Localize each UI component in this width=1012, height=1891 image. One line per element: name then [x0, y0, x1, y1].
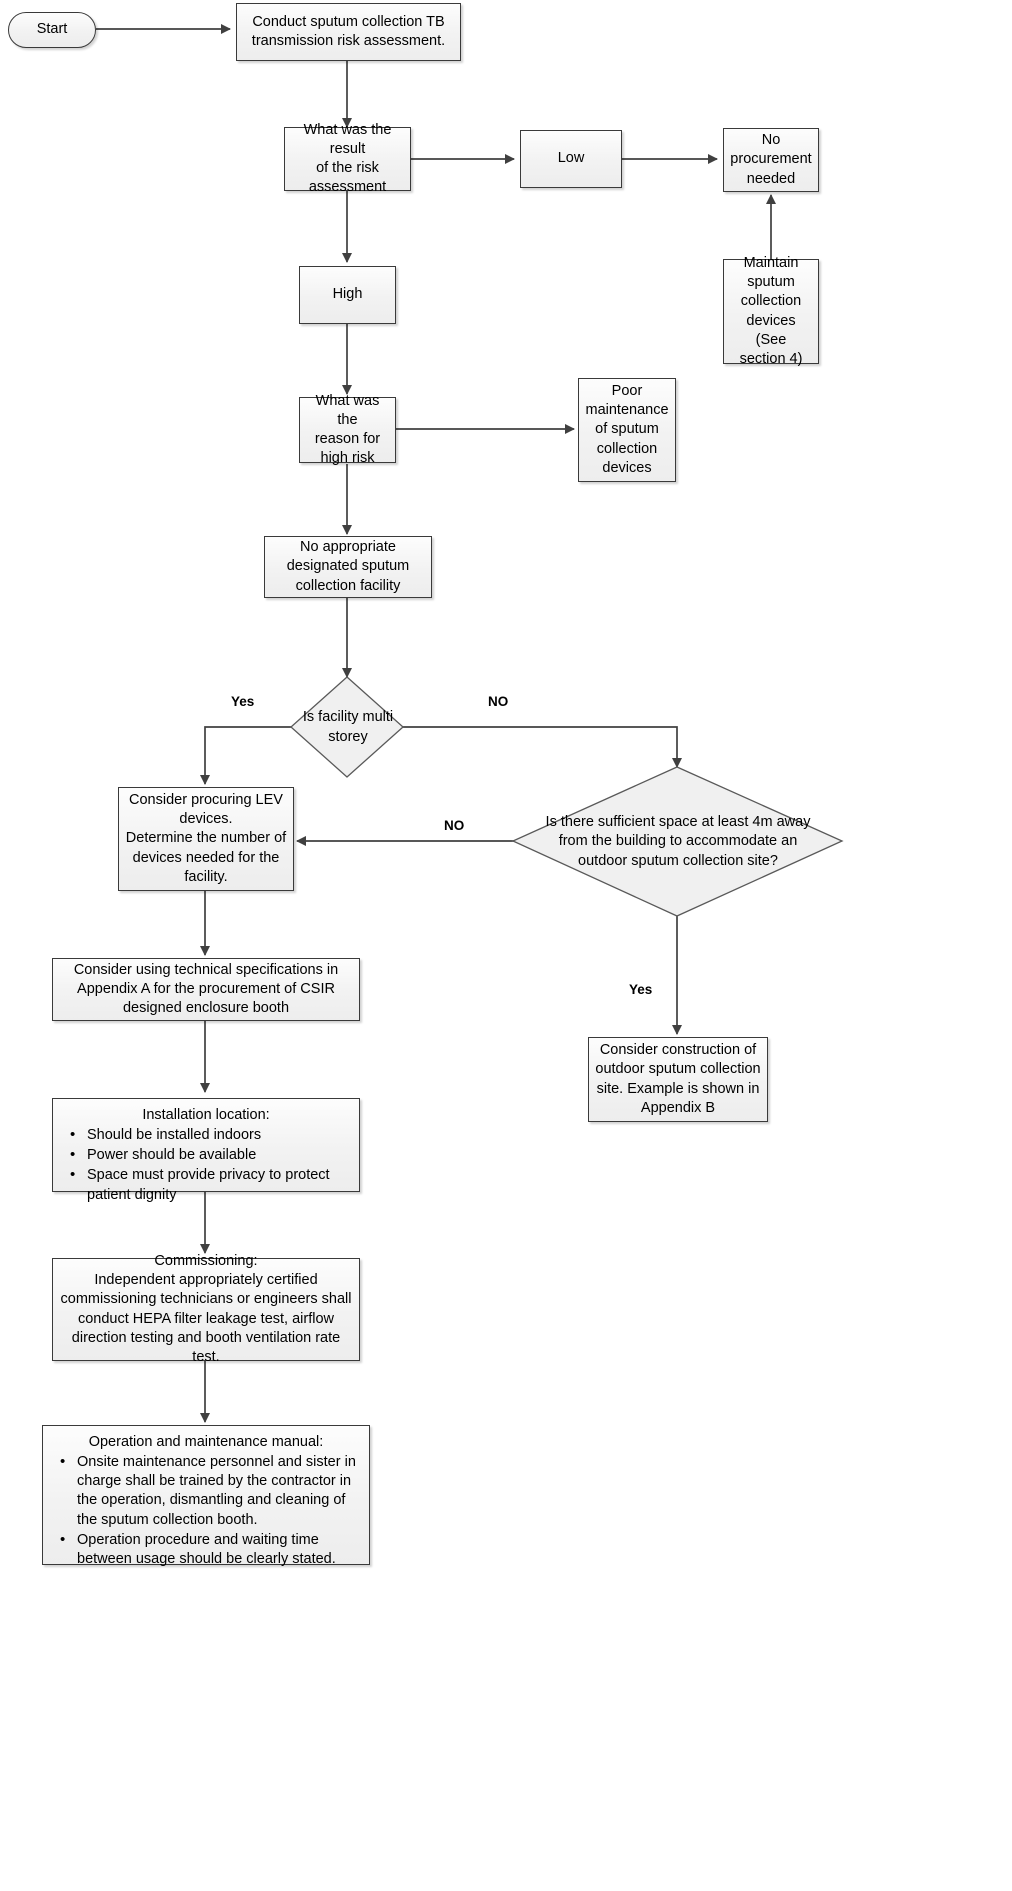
node-maintain-devices-label: Maintain sputum collection devices (See …	[739, 255, 803, 367]
node-maintain-devices[interactable]: Maintain sputum collection devices (See …	[723, 255, 819, 367]
edge-label-multistorey-yes: Yes	[231, 694, 255, 709]
node-reason-question[interactable]: What was the reason for high risk	[299, 393, 396, 466]
list-item: Space must provide privacy to protect pa…	[70, 1165, 351, 1204]
node-no-procurement-label: No procurement needed	[730, 132, 812, 187]
node-low-label: Low	[557, 150, 585, 167]
node-conduct-assessment[interactable]: Conduct sputum collection TB transmissio…	[236, 3, 461, 61]
node-installation-heading: Installation location:	[142, 1107, 270, 1123]
list-item: Operation procedure and waiting time bet…	[60, 1530, 361, 1569]
list-item: Power should be available	[70, 1145, 351, 1165]
node-operation-manual-list: Onsite maintenance personnel and sister …	[51, 1452, 361, 1569]
node-poor-maintenance-label: Poor maintenance of sputum collection de…	[585, 383, 669, 476]
diamond-sufficient-space	[511, 766, 844, 917]
edge-multistorey-no-to-space	[401, 726, 683, 769]
node-installation[interactable]: Installation location: Should be install…	[52, 1098, 360, 1203]
node-operation-manual[interactable]: Operation and maintenance manual: Onsite…	[42, 1425, 370, 1567]
node-operation-manual-heading: Operation and maintenance manual:	[88, 1434, 324, 1450]
node-outdoor-site[interactable]: Consider construction of outdoor sputum …	[588, 1037, 768, 1122]
node-no-procurement[interactable]: No procurement needed	[723, 128, 819, 192]
node-high[interactable]: High	[299, 266, 396, 324]
node-conduct-assessment-label: Conduct sputum collection TB transmissio…	[251, 13, 446, 49]
node-no-facility-label: No appropriate designated sputum collect…	[286, 539, 410, 594]
node-result-question[interactable]: What was the result of the risk assessme…	[284, 122, 411, 195]
node-reason-question-label: What was the reason for high risk	[314, 392, 381, 467]
diamond-multi-storey	[290, 676, 404, 778]
edge-multistorey-yes-to-lev	[199, 726, 294, 786]
node-multi-storey-label: Is facility multi storey	[302, 709, 394, 745]
node-poor-maintenance[interactable]: Poor maintenance of sputum collection de…	[578, 378, 676, 482]
node-commissioning[interactable]: Commissioning: Independent appropriately…	[52, 1253, 360, 1365]
decision-shapes	[290, 676, 844, 917]
node-procure-lev[interactable]: Consider procuring LEV devices. Determin…	[118, 787, 294, 891]
node-start-label: Start	[36, 21, 68, 38]
edge-label-space-yes: Yes	[629, 982, 653, 997]
node-commissioning-label: Commissioning: Independent appropriately…	[60, 1253, 352, 1365]
node-low[interactable]: Low	[520, 130, 622, 188]
edge-label-space-no: NO	[444, 818, 465, 833]
node-sufficient-space-label: Is there sufficient space at least 4m aw…	[545, 813, 811, 869]
node-start[interactable]: Start	[8, 12, 96, 48]
node-no-facility[interactable]: No appropriate designated sputum collect…	[264, 536, 432, 598]
edge-label-multistorey-no: NO	[488, 694, 509, 709]
node-tech-specs[interactable]: Consider using technical specifications …	[52, 958, 360, 1021]
list-item: Onsite maintenance personnel and sister …	[60, 1452, 361, 1530]
node-result-question-label: What was the result of the risk assessme…	[303, 121, 392, 196]
list-item: Should be installed indoors	[70, 1125, 351, 1145]
node-installation-list: Should be installed indoors Power should…	[61, 1125, 351, 1205]
node-outdoor-site-label: Consider construction of outdoor sputum …	[595, 1042, 761, 1116]
node-tech-specs-label: Consider using technical specifications …	[73, 961, 339, 1017]
node-procure-lev-label: Consider procuring LEV devices. Determin…	[125, 792, 287, 885]
node-high-label: High	[332, 286, 363, 303]
